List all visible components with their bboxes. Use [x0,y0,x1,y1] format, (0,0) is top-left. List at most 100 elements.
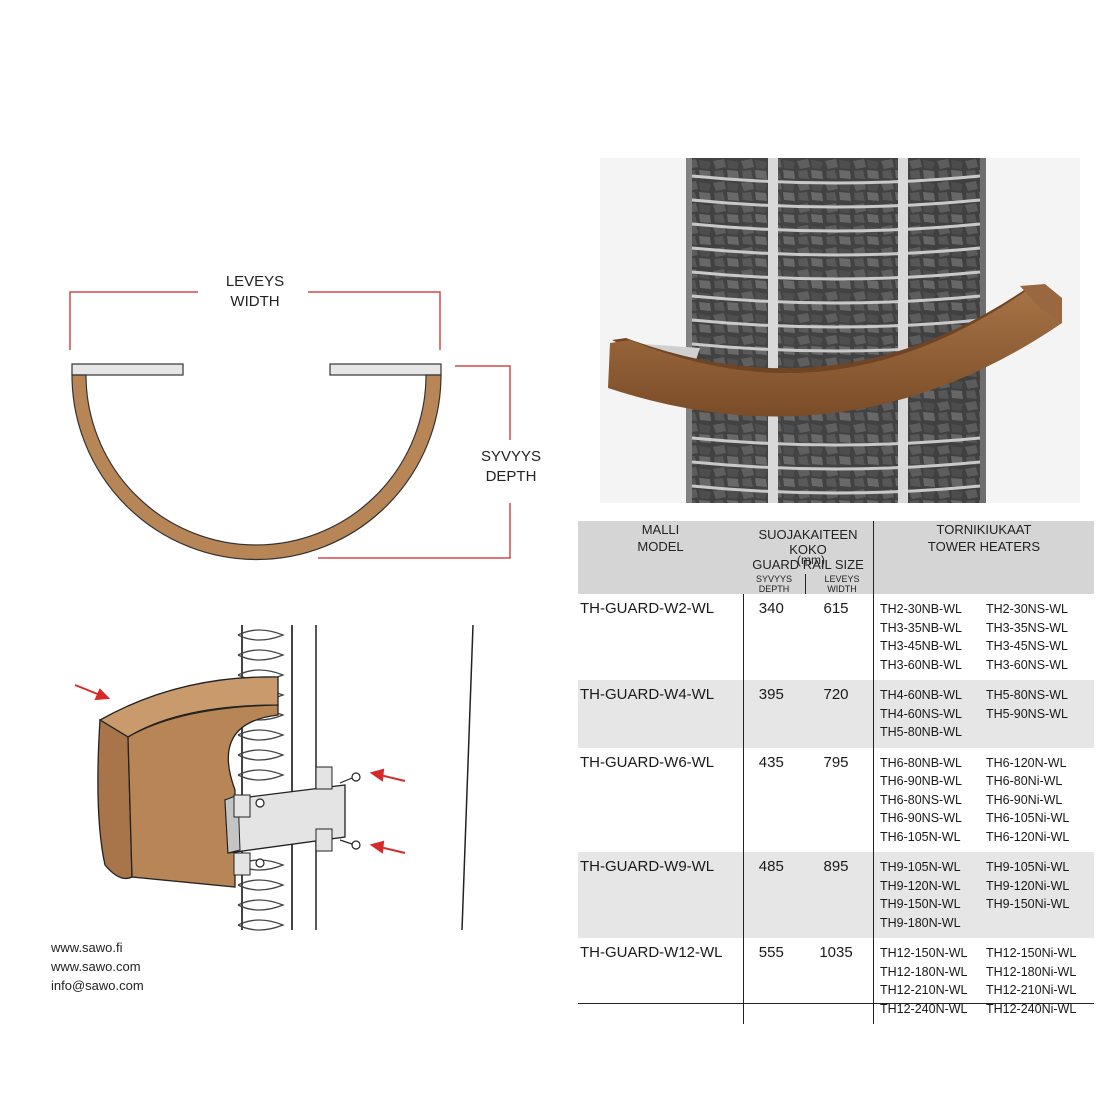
header-size-en: GUARD RAIL SIZE [752,557,864,572]
heater-list: TH6-80NB-WL TH6-120N-WL TH6-90NB-WL TH6-80N… [880,754,1094,847]
tower-heaters-cell: TH12-150N-WL TH12-150Ni-WL TH12-180N-WL TH1… [872,938,1094,1024]
heater-list: TH9-105N-WL TH9-105Ni-WL TH9-120N-WL TH9-12… [880,858,1094,932]
heater-model: TH3-60NS-WL [985,657,1068,672]
header-depth: SYVYYS DEPTH [743,574,806,594]
heater-model: TH12-240N-WL [879,1001,968,1016]
depth-label-fi: SYVYYS [480,448,542,465]
website-com-link[interactable]: www.sawo.com [51,959,141,974]
heater-model: TH12-210N-WL [879,983,968,997]
model-cell: TH-GUARD-W9-WL [580,858,715,875]
installation-illustration [74,624,474,931]
heater-model: TH6-90NB-WL [879,774,962,788]
width-cell: 795 [823,753,849,771]
header-guard-rail-size: SUOJAKAITEEN KOKO GUARD RAIL SIZE SYVYYS… [743,521,873,594]
dimension-diagram [69,291,511,561]
header-size-fi: SUOJAKAITEEN KOKO [758,527,858,557]
depth-cell: 485 [742,852,800,938]
heater-model: TH4-60NS-WL [879,706,962,721]
heater-model: TH9-150N-WL [879,897,961,911]
heater-model: TH9-105N-WL [879,860,961,874]
heater-model: TH4-60NB-WL [879,688,962,702]
heater-model: TH5-90NS-WL [985,706,1068,721]
width-label-en: WIDTH [230,293,280,310]
width-cell: 895 [823,858,849,875]
heater-model: TH3-60NB-WL [879,657,962,672]
width-cell: 1035 [819,944,853,961]
depth-label-en: DEPTH [485,468,537,485]
header-model: MALLI MODEL [578,521,743,594]
header-width-fi: LEVEYS [824,574,860,584]
table-bottom-rule [578,1003,1094,1004]
heater-model: TH6-80NB-WL [879,755,962,770]
heater-model: TH3-45NB-WL [879,639,962,653]
contact-block: www.sawo.fi www.sawo.com info@sawo.com [51,938,144,995]
model-cell: TH-GUARD-W12-WL [580,944,723,961]
heater-model: TH6-80NS-WL [879,792,962,807]
table-header-row: MALLI MODEL SUOJAKAITEEN KOKO GUARD RAIL… [578,521,1094,594]
header-size-subcolumns: SYVYYS DEPTH (mm) LEVEYS WIDTH [743,554,873,594]
header-model-fi: MALLI [641,522,680,537]
model-cell: TH-GUARD-W4-WL [580,686,715,703]
heater-model: TH9-150Ni-WL [985,897,1070,911]
heater-model: TH6-90Ni-WL [985,792,1063,807]
heater-list: TH12-150N-WL TH12-150Ni-WL TH12-180N-WL TH1… [880,944,1094,1018]
heater-model: TH12-150N-WL [879,946,968,960]
heater-model: TH12-150Ni-WL [985,946,1077,960]
heater-model: TH12-180Ni-WL [985,964,1077,979]
heater-model: TH3-45NS-WL [985,639,1068,653]
heater-list: TH2-30NB-WL TH2-30NS-WL TH3-35NB-WL TH3-35N… [880,600,1094,674]
table-row: TH-GUARD-W9-WL 485 895 TH9-105N-WL TH9-105Ni… [578,852,1094,938]
tower-heaters-cell: TH2-30NB-WL TH2-30NS-WL TH3-35NB-WL TH3-35N… [872,594,1094,680]
heater-model: TH12-240Ni-WL [985,1001,1077,1016]
header-width-en: WIDTH [827,584,857,594]
model-cell: TH-GUARD-W2-WL [580,600,715,617]
heater-model: TH9-105Ni-WL [985,860,1070,874]
header-depth-fi: SYVYYS [755,574,793,584]
header-unit: (mm) [797,553,825,567]
heater-model: TH5-80NB-WL [879,725,962,739]
heater-model: TH9-120Ni-WL [985,878,1070,893]
heater-model: TH6-120N-WL [985,755,1067,770]
heater-model: TH9-120N-WL [879,878,961,893]
website-fi-link[interactable]: www.sawo.fi [51,940,123,955]
heater-list: TH4-60NB-WL TH5-80NS-WL TH4-60NS-WL TH5-90N… [880,686,1094,742]
depth-cell: 555 [742,938,800,1024]
table-row: TH-GUARD-W4-WL 395 720 TH4-60NB-WL TH5-80NS-… [578,680,1094,748]
tower-heaters-cell: TH9-105N-WL TH9-105Ni-WL TH9-120N-WL TH9-12… [872,852,1094,938]
heater-model: TH9-180N-WL [879,915,961,930]
heater-model: TH3-35NB-WL [879,620,962,635]
depth-label: SYVYYS DEPTH [466,447,556,487]
width-label: LEVEYS WIDTH [205,272,305,312]
width-cell: 720 [823,686,849,703]
tower-heaters-cell: TH6-80NB-WL TH6-120N-WL TH6-90NB-WL TH6-80N… [872,747,1094,852]
heater-model: TH12-180N-WL [879,964,968,979]
depth-cell: 435 [742,747,800,852]
header-heaters-fi: TORNIKIUKAAT [936,522,1032,537]
heater-model: TH5-80NS-WL [985,688,1068,702]
guard-rail-size-table: MALLI MODEL SUOJAKAITEEN KOKO GUARD RAIL… [578,521,1094,1024]
heater-model: TH2-30NS-WL [985,602,1068,616]
heater-model: TH6-80Ni-WL [985,774,1063,788]
header-depth-en: DEPTH [758,584,790,594]
table-row: TH-GUARD-W6-WL 435 795 TH6-80NB-WL TH6-120N-… [578,747,1094,852]
email-link[interactable]: info@sawo.com [51,978,144,993]
table-row: TH-GUARD-W2-WL 340 615 TH2-30NB-WL TH2-30NS-… [578,594,1094,680]
heater-model: TH6-105Ni-WL [985,811,1070,825]
header-model-en: MODEL [637,539,684,554]
tower-heaters-cell: TH4-60NB-WL TH5-80NS-WL TH4-60NS-WL TH5-90N… [872,680,1094,748]
depth-cell: 340 [742,594,800,680]
heater-model: TH6-120Ni-WL [985,829,1070,844]
heater-model: TH6-105N-WL [879,829,961,844]
heater-model: TH2-30NB-WL [879,602,962,616]
header-heaters-en: TOWER HEATERS [927,539,1041,554]
width-label-fi: LEVEYS [225,273,285,290]
heater-model: TH12-210Ni-WL [985,983,1077,997]
width-cell: 615 [823,600,849,617]
heater-model: TH3-35NS-WL [985,620,1068,635]
heater-with-guard-illustration [600,158,1080,503]
heater-model: TH6-90NS-WL [879,811,962,825]
header-tower-heaters: TORNIKIUKAAT TOWER HEATERS [872,521,1094,594]
depth-cell: 395 [742,680,800,748]
model-cell: TH-GUARD-W6-WL [580,753,715,771]
